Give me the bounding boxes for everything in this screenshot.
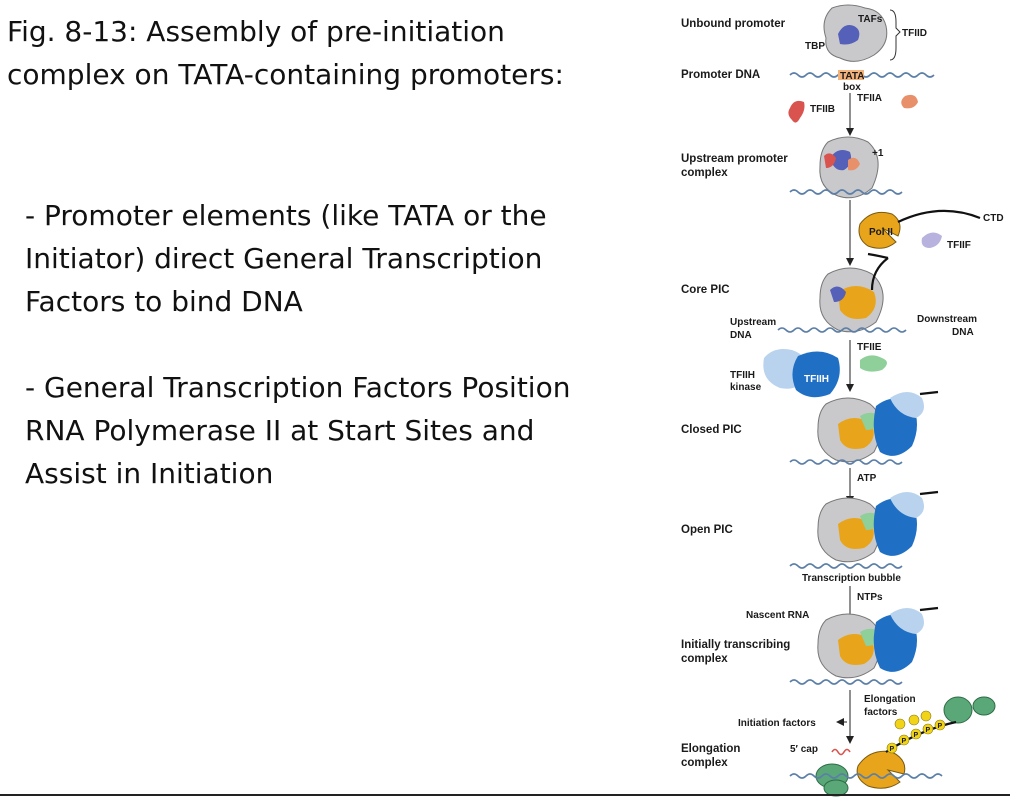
label-transcription-bubble: Transcription bubble xyxy=(802,573,901,584)
label-5-cap: 5′ cap xyxy=(790,744,818,755)
bullet-list: - Promoter elements (like TATA or the In… xyxy=(25,194,595,495)
ctd-tail xyxy=(897,209,981,223)
itc-tfiih-kinase xyxy=(890,608,924,634)
label-box: box xyxy=(843,82,861,93)
label-tfiif: TFIIF xyxy=(947,240,971,251)
label-tata: TATA xyxy=(840,71,864,82)
svg-text:P: P xyxy=(902,738,907,745)
core-tbp xyxy=(830,286,846,302)
open-ctd xyxy=(919,490,939,496)
label-tfiih-kinase-1: TFIIH xyxy=(730,370,755,381)
pol2-shape xyxy=(858,211,901,249)
elongation-factor-2 xyxy=(972,696,996,716)
slide-title: Fig. 8-13: Assembly of pre-initiation co… xyxy=(7,15,564,91)
tfiih-shape xyxy=(792,351,840,398)
label-downstream-dna-2: DNA xyxy=(952,327,974,338)
label-upstream-dna-1: Upstream xyxy=(730,317,776,328)
elong-factor-bound-2 xyxy=(823,779,849,797)
label-ctd: CTD xyxy=(983,213,1004,224)
dna-strand-2 xyxy=(789,189,903,195)
open-tfiih-kinase xyxy=(890,492,924,518)
label-initially-2: complex xyxy=(681,653,728,665)
nascent-rna-strand xyxy=(831,748,851,756)
upc-tfiib xyxy=(824,153,836,168)
label-ntps: NTPs xyxy=(857,592,883,603)
label-plus-one: +1 xyxy=(872,148,884,159)
dna-strand-6 xyxy=(789,679,903,685)
core-pol2 xyxy=(838,286,876,319)
label-elongation-2: complex xyxy=(681,757,728,769)
tfiia-shape xyxy=(901,94,918,109)
label-upstream-1: Upstream promoter xyxy=(681,153,788,165)
label-upstream-dna-2: DNA xyxy=(730,330,752,341)
label-atp: ATP xyxy=(857,473,877,484)
elong-pol2 xyxy=(856,750,906,789)
label-tfiie: TFIIE xyxy=(857,342,882,353)
phosphates: P P P P P xyxy=(886,710,946,754)
tfiif-shape xyxy=(921,232,942,248)
label-closed-pic: Closed PIC xyxy=(681,424,742,436)
core-ctd-link xyxy=(870,257,889,291)
label-tfiib: TFIIB xyxy=(810,104,835,115)
bottom-divider xyxy=(0,794,1010,796)
tfiie-shape xyxy=(860,355,887,372)
label-upstream-2: complex xyxy=(681,167,728,179)
label-initiation-factors: Initiation factors xyxy=(738,718,816,729)
dna-strand-3 xyxy=(777,327,907,333)
tbp-shape xyxy=(838,25,860,45)
dna-strand-4 xyxy=(789,459,903,465)
label-initially-1: Initially transcribing xyxy=(681,639,790,651)
label-pol2: Pol II xyxy=(869,227,893,238)
closed-tfiih-kinase xyxy=(890,392,924,418)
label-core-pic: Core PIC xyxy=(681,284,730,296)
bullet-gtf-position-pol2: - General Transcription Factors Position… xyxy=(25,371,571,490)
elongation-factor-1 xyxy=(943,696,973,724)
svg-text:P: P xyxy=(890,746,895,753)
dna-strand-5 xyxy=(789,563,903,569)
svg-text:P: P xyxy=(914,732,919,739)
svg-text:P: P xyxy=(926,727,931,734)
label-downstream-dna-1: Downstream xyxy=(917,314,977,325)
label-tfiih-kinase-2: kinase xyxy=(730,382,762,393)
core-ctd xyxy=(867,252,889,260)
label-tfiid: TFIID xyxy=(902,28,927,39)
label-elong-factors-2: factors xyxy=(864,707,898,718)
tfiid-brace xyxy=(889,9,901,61)
tata-box xyxy=(838,70,864,80)
svg-text:P: P xyxy=(938,723,943,730)
label-nascent-rna: Nascent RNA xyxy=(746,610,809,621)
dna-strand-7 xyxy=(789,773,943,779)
label-promoter-dna: Promoter DNA xyxy=(681,69,760,81)
bullet-promoter-elements: - Promoter elements (like TATA or the In… xyxy=(25,199,547,318)
closed-ctd xyxy=(919,390,939,396)
upc-tfiia xyxy=(848,157,860,171)
label-tfiih: TFIIH xyxy=(804,374,829,385)
label-unbound-promoter: Unbound promoter xyxy=(681,18,786,30)
label-elong-factors-1: Elongation xyxy=(864,694,916,705)
label-tbp: TBP xyxy=(805,41,825,52)
label-tafs: TAFs xyxy=(858,14,883,25)
pic-assembly-diagram: Unbound promoter TAFs TBP TFIID Promoter… xyxy=(660,0,1010,797)
diagram-svg: Unbound promoter TAFs TBP TFIID Promoter… xyxy=(681,4,1004,797)
upc-tbp xyxy=(830,150,852,171)
itc-ctd xyxy=(919,606,939,612)
label-open-pic: Open PIC xyxy=(681,524,733,536)
label-tfiia: TFIIA xyxy=(857,93,882,104)
label-elongation-1: Elongation xyxy=(681,743,740,755)
tfiib-shape xyxy=(788,100,805,123)
